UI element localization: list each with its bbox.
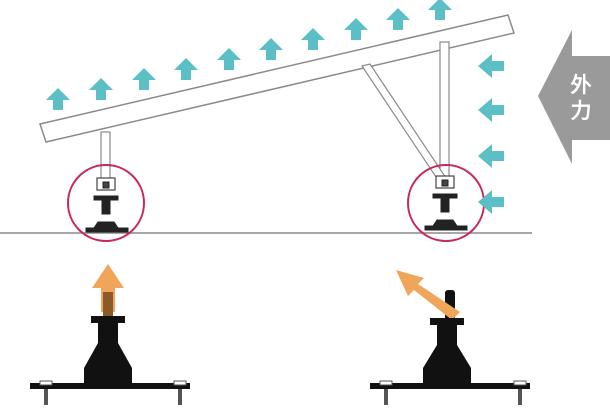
left-leg [100,131,111,181]
external-force-label-1: 外 [571,73,592,97]
arrow-up-icon [428,0,452,20]
pull-arrow-diagonal [396,270,460,320]
arrow-up-icon [301,28,325,50]
big-arrow-left-icon: 外 力 [538,30,610,164]
arrow-up-icon [344,18,368,40]
arrow-up-icon [259,38,283,60]
external-force-label-2: 力 [571,100,592,123]
arrow-left-icon [478,190,504,214]
pull-arrow-up [92,264,124,312]
left-large-mount [30,264,190,405]
arrow-left-icon [478,54,504,78]
right-small-mount [424,175,468,231]
arrow-left-icon [478,144,504,168]
uplift-arrows [46,0,452,110]
right-large-mount [370,270,530,405]
left-highlight-circle [67,164,145,242]
arrow-up-icon [174,58,198,80]
side-force-arrows [478,54,504,214]
arrow-up-icon [217,48,241,70]
arrow-up-icon [46,88,70,110]
solar-panel [39,14,515,143]
arrow-left-icon [478,98,504,122]
left-small-mount [85,177,129,233]
arrow-up-icon [89,78,113,100]
arrow-up-icon [132,68,156,90]
arrow-up-icon [386,8,410,30]
